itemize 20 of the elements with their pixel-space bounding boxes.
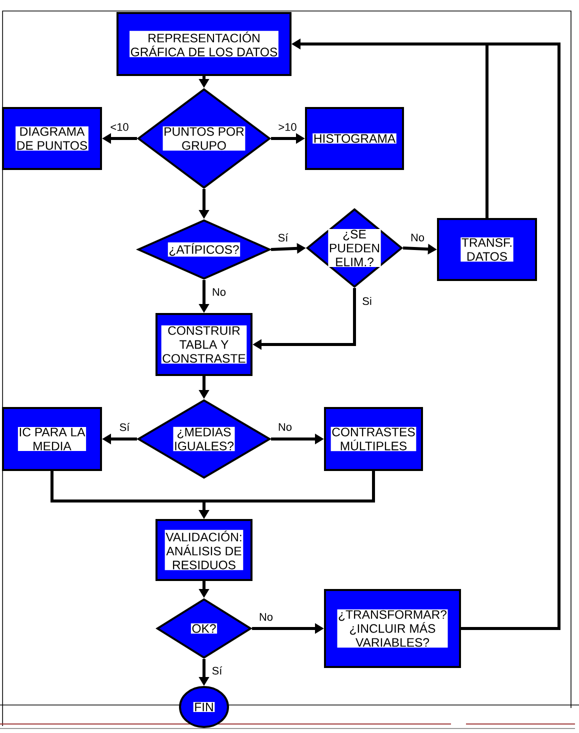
edge-label: No xyxy=(258,612,274,622)
edge-label: Sí xyxy=(277,232,289,242)
edge-label: No xyxy=(410,232,426,242)
terminal-oval: FIN xyxy=(179,686,229,728)
edge-label: No xyxy=(211,287,227,297)
edge-label: No xyxy=(277,422,293,432)
process-box: REPRESENTACIÓN GRÁFICA DE LOS DATOS xyxy=(116,12,292,76)
process-box: CONTRASTES MÚLTIPLES xyxy=(324,407,423,471)
process-box: IC PARA LA MEDIA xyxy=(2,407,102,471)
edge-label: Si xyxy=(361,296,373,306)
edge-label: <10 xyxy=(109,122,130,132)
edge-label: >10 xyxy=(277,122,298,132)
edge-label: Sí xyxy=(211,666,223,676)
process-box: HISTOGRAMA xyxy=(305,107,404,170)
process-box: VALIDACIÓN: ANÁLISIS DE RESIDUOS xyxy=(156,519,252,581)
process-box: DIAGRAMA DE PUNTOS xyxy=(2,107,102,170)
edge-label: Sí xyxy=(118,422,130,432)
process-box: ¿TRANSFORMAR? ¿INCLUIR MÁS VARIABLES? xyxy=(324,589,461,668)
process-box: CONSTRUIR TABLA Y CONSTRASTE xyxy=(156,313,252,376)
process-box: TRANSF. DATOS xyxy=(437,218,537,281)
